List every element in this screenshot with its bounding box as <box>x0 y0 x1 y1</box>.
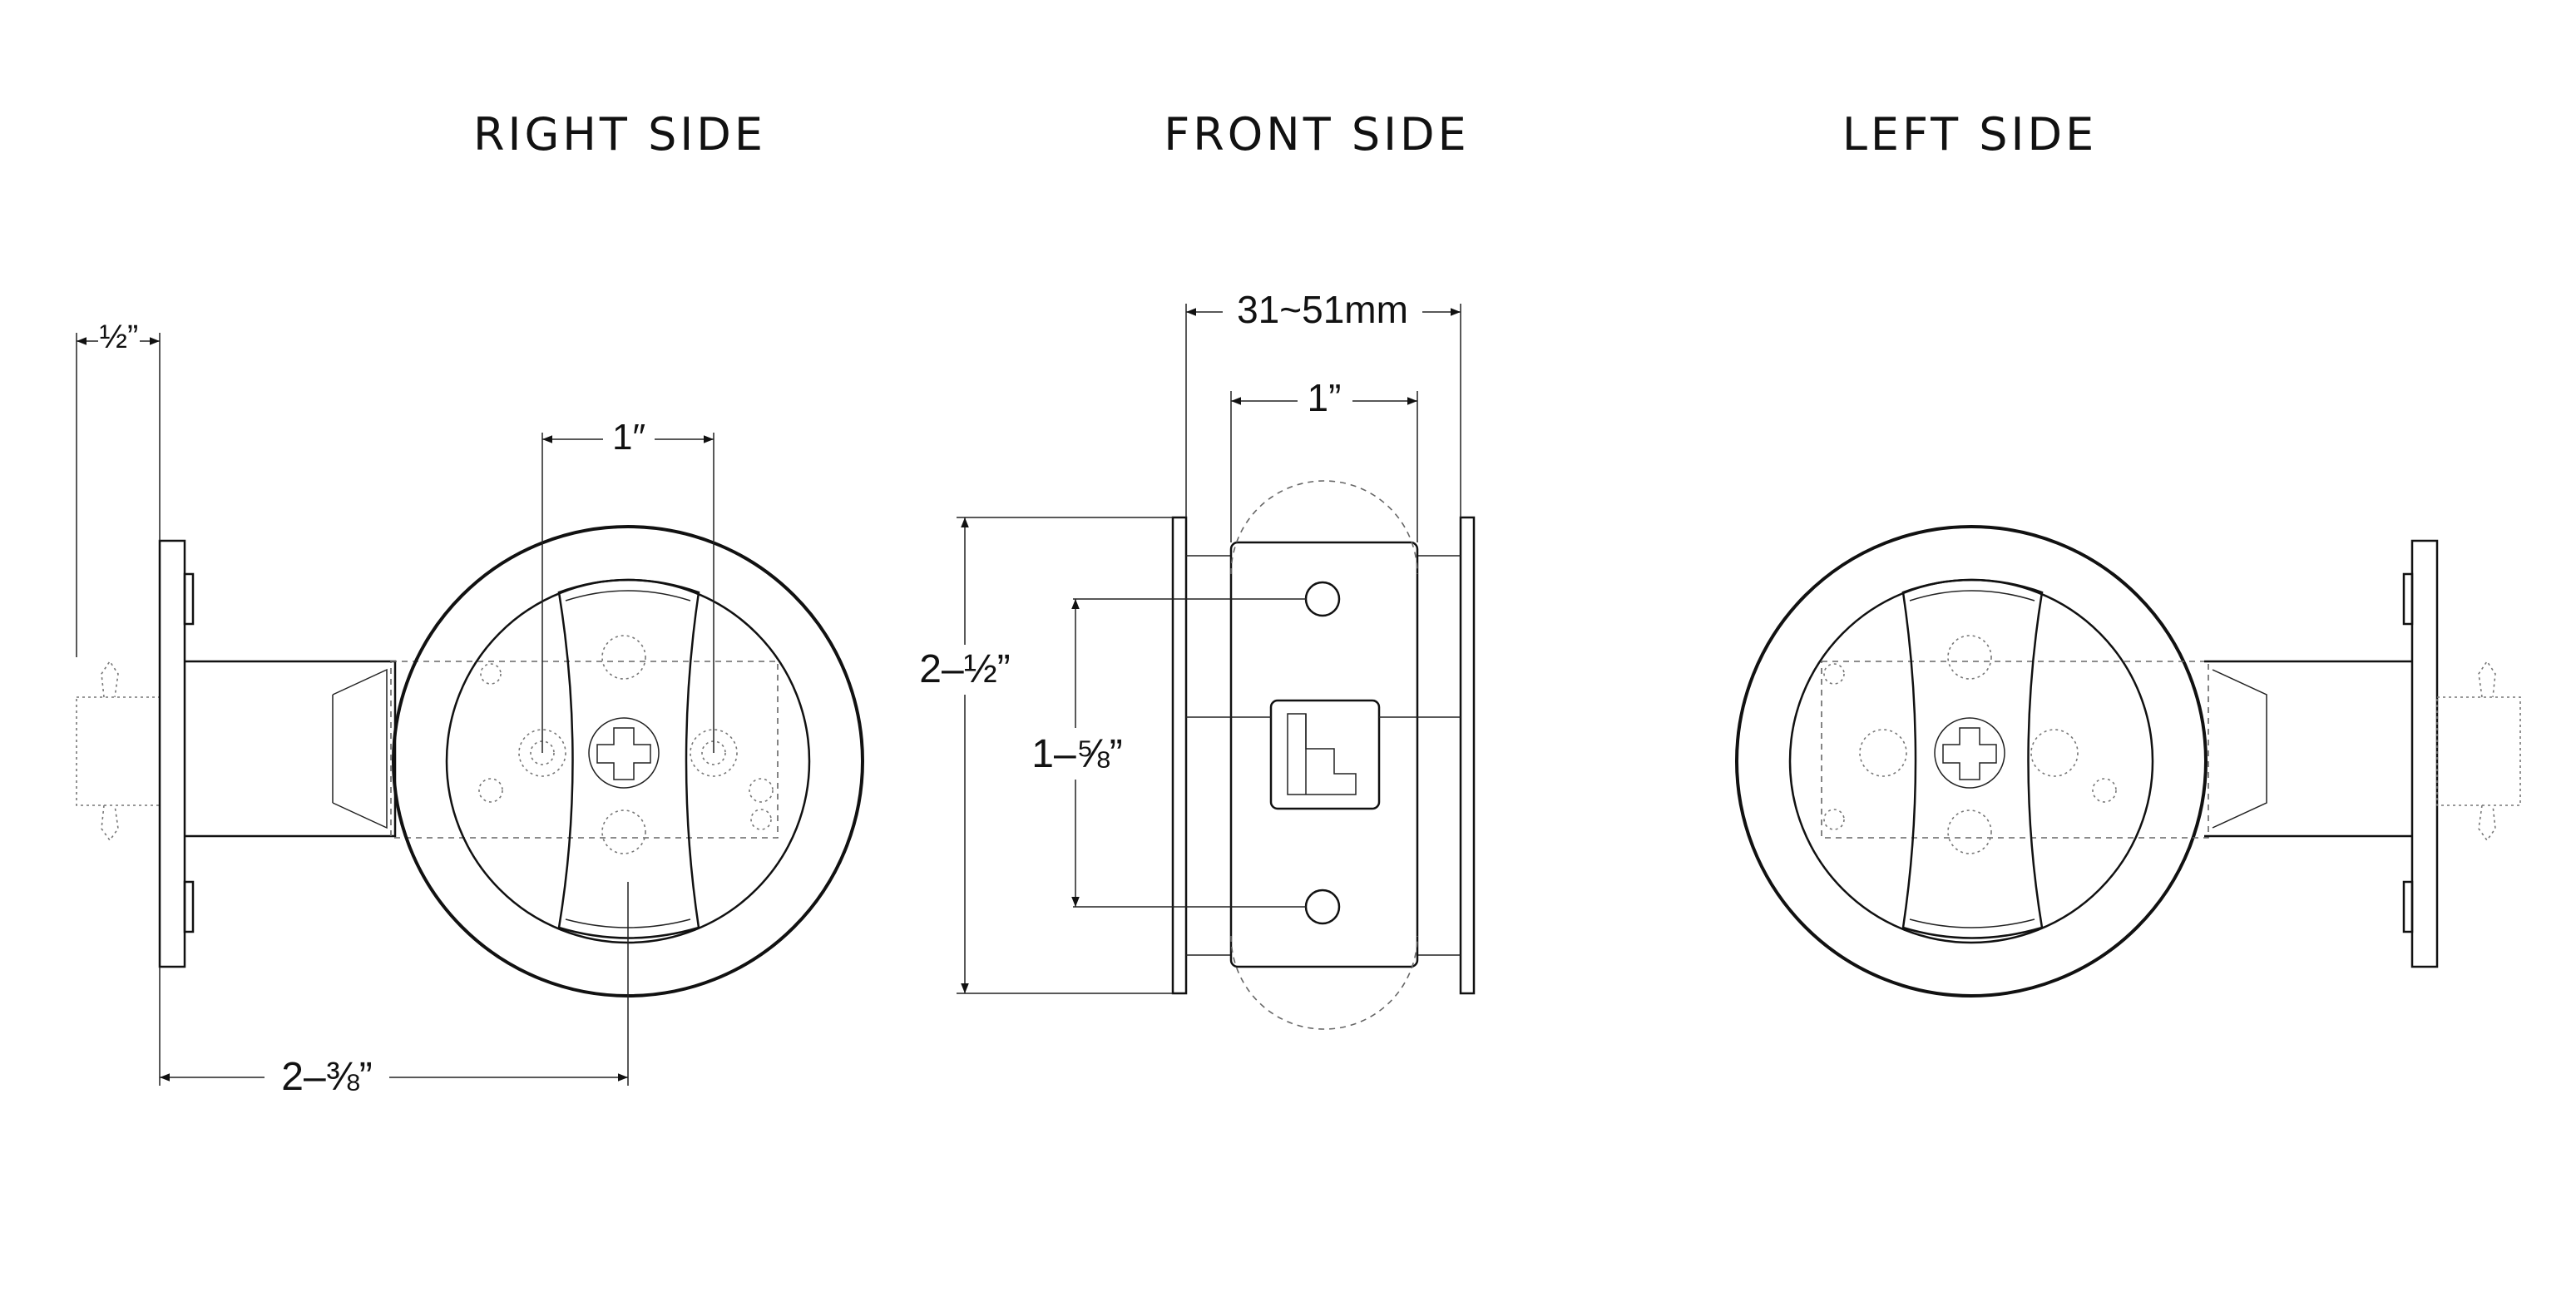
right-faceplate <box>158 539 186 968</box>
left-faceplate <box>2410 539 2439 968</box>
front-faceplate <box>1229 541 1419 968</box>
front-left-plate <box>1171 516 1188 995</box>
dim-right-backset: 2–⅜” <box>281 1055 372 1099</box>
dim-front-door-thickness: 31~51mm <box>1237 288 1408 331</box>
dim-right-half-inch: ½” <box>100 319 139 355</box>
title-front-side: FRONT SIDE <box>1164 108 1470 161</box>
front-right-plate <box>1459 516 1476 995</box>
dim-front-latch-width: 1” <box>1308 376 1342 419</box>
left-latch-body <box>2204 660 2412 838</box>
dim-right-center-spacing: 1″ <box>612 417 645 458</box>
title-right-side: RIGHT SIDE <box>473 108 766 161</box>
left-side-view <box>1735 525 2521 998</box>
front-top-screw <box>1304 581 1341 617</box>
dim-front-height: 2–½” <box>919 647 1010 691</box>
title-left-side: LEFT SIDE <box>1842 108 2098 161</box>
right-latch-tongue <box>76 660 161 842</box>
front-bottom-screw <box>1304 889 1341 925</box>
right-handle <box>557 578 700 939</box>
right-latch-body <box>185 660 397 838</box>
left-cup-outer <box>1735 525 2208 998</box>
left-handle <box>1901 578 2044 939</box>
left-latch-tongue <box>2436 660 2521 842</box>
front-side-view: 31~51mm 1” 2–½” 1–⅝” <box>902 286 1476 1030</box>
front-latch-window <box>1269 699 1381 810</box>
right-side-view: ½” 1″ 2–⅜” <box>76 319 864 1099</box>
dim-front-screw-spacing: 1–⅝” <box>1031 732 1122 776</box>
left-cup-inner <box>1788 578 2154 944</box>
